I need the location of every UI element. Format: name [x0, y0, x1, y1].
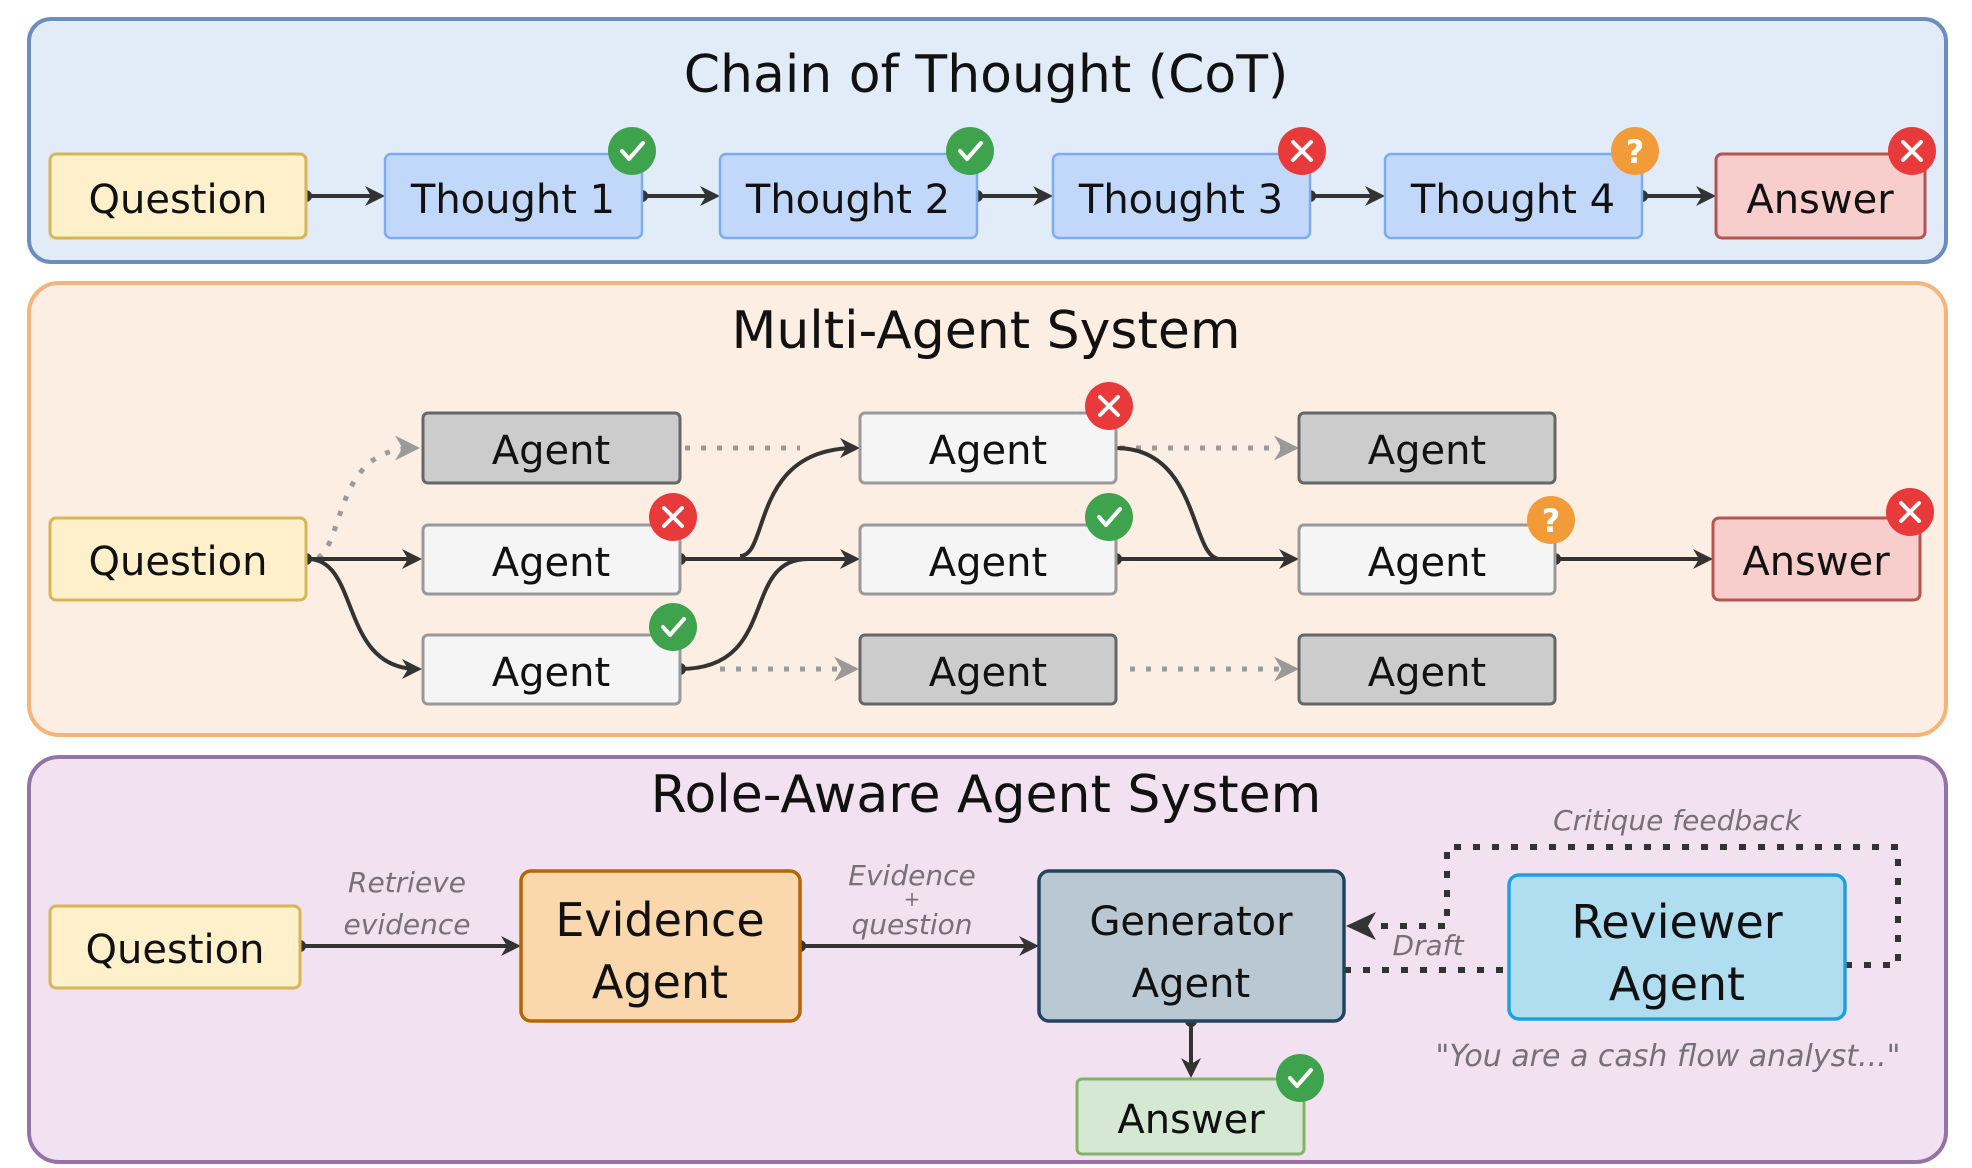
agent-label: Agent	[492, 428, 610, 474]
ras-node-answer[interactable]: Answer	[1075, 1077, 1306, 1156]
check-icon	[946, 127, 994, 175]
svg-text:?: ?	[1626, 133, 1645, 171]
edge-critique-feedback	[1370, 844, 1901, 968]
edge-question-agent-r1c1	[316, 435, 420, 561]
critique-arrowhead	[1346, 912, 1376, 940]
reviewer-agent-label-2: Agent	[1609, 957, 1745, 1011]
agent-label: Agent	[929, 650, 1047, 696]
agent-r1c1[interactable]: Agent	[421, 411, 682, 485]
agent-label: Agent	[1368, 540, 1486, 586]
mas-panel: Multi-Agent System Question	[27, 281, 1948, 737]
agent-r3c2[interactable]: Agent	[858, 633, 1118, 706]
generator-agent-label-1: Generator	[1089, 899, 1293, 945]
cot-title: Chain of Thought (CoT)	[684, 45, 1289, 105]
ras-panel-bg	[27, 755, 1948, 1164]
mas-title: Multi-Agent System	[731, 301, 1240, 361]
edge-label-critique-feedback: Critique feedback	[1553, 804, 1803, 837]
cot-node-thought-4[interactable]: Thought 4	[1383, 152, 1644, 240]
agent-r1c2[interactable]: Agent	[858, 411, 1118, 485]
cot-node-thought-1[interactable]: Thought 1	[383, 152, 644, 240]
cot-node-answer[interactable]: Answer	[1714, 152, 1927, 240]
agent-r2c2[interactable]: Agent	[858, 523, 1118, 596]
mas-node-question[interactable]: Question	[48, 516, 308, 602]
agent-r3c1[interactable]: Agent	[421, 633, 682, 706]
ras-question-label: Question	[86, 927, 265, 973]
edge-question-agent-r3c1	[309, 557, 422, 679]
agent-label: Agent	[1368, 650, 1486, 696]
thought-2-label: Thought 2	[745, 177, 950, 223]
mas-edges	[300, 435, 1713, 682]
thought-1-label: Thought 1	[410, 177, 615, 223]
ras-edges	[294, 844, 1901, 1078]
check-icon	[608, 127, 656, 175]
cross-icon	[1278, 127, 1326, 175]
svg-text:Retrieve: Retrieve	[348, 866, 466, 899]
reviewer-role-prompt: "You are a cash flow analyst..."	[1436, 1039, 1901, 1074]
ras-answer-label: Answer	[1117, 1097, 1265, 1143]
check-icon	[1276, 1054, 1324, 1102]
evidence-agent-label-2: Agent	[592, 955, 728, 1009]
svg-text:question: question	[852, 908, 973, 941]
cross-icon	[1886, 488, 1934, 536]
thought-3-label: Thought 3	[1078, 177, 1283, 223]
agent-label: Agent	[492, 650, 610, 696]
ras-panel: Role-Aware Agent System Retrieve evidenc…	[27, 755, 1948, 1164]
thought-4-label: Thought 4	[1410, 177, 1615, 223]
agent-r2c1[interactable]: Agent	[421, 523, 682, 596]
agent-r3c3[interactable]: Agent	[1297, 633, 1557, 706]
cross-icon	[1085, 382, 1133, 430]
cot-panel: Chain of Thought (CoT) Question Thought …	[27, 17, 1948, 264]
check-icon	[649, 603, 697, 651]
edge-label-draft: Draft	[1392, 929, 1464, 962]
edge-agent-r3c1-agent-r2c2	[674, 557, 809, 675]
agent-label: Agent	[929, 540, 1047, 586]
mas-node-answer[interactable]: Answer	[1711, 516, 1922, 602]
cot-question-label: Question	[89, 177, 268, 223]
check-icon	[1085, 493, 1133, 541]
mas-question-label: Question	[89, 539, 268, 585]
agent-label: Agent	[1368, 428, 1486, 474]
svg-text:Evidence: Evidence	[848, 859, 975, 892]
edge-label-retrieve-evidence: Retrieve evidence	[344, 866, 471, 941]
cot-node-thought-3[interactable]: Thought 3	[1051, 152, 1312, 240]
cot-answer-label: Answer	[1746, 177, 1894, 223]
agent-r2c3[interactable]: Agent	[1297, 523, 1557, 596]
ras-node-question[interactable]: Question	[48, 904, 302, 990]
evidence-agent[interactable]: Evidence Agent	[519, 869, 802, 1023]
cross-icon	[649, 493, 697, 541]
evidence-agent-label-1: Evidence	[555, 893, 764, 947]
mas-answer-label: Answer	[1742, 539, 1890, 585]
question-mark-icon: ?	[1527, 496, 1575, 544]
cot-node-thought-2[interactable]: Thought 2	[718, 152, 979, 240]
agent-label: Agent	[929, 428, 1047, 474]
reviewer-agent[interactable]: Reviewer Agent	[1507, 873, 1847, 1021]
cot-node-question[interactable]: Question	[48, 152, 308, 240]
question-mark-icon: ?	[1611, 127, 1659, 175]
ras-title: Role-Aware Agent System	[651, 765, 1322, 825]
agent-label: Agent	[492, 540, 610, 586]
edge-label-evidence-question: Evidence + question	[848, 859, 975, 941]
generator-agent-label-2: Agent	[1132, 961, 1250, 1007]
generator-agent[interactable]: Generator Agent	[1037, 869, 1346, 1023]
svg-text:evidence: evidence	[344, 908, 471, 941]
reviewer-agent-label-1: Reviewer	[1571, 895, 1782, 949]
svg-text:+: +	[904, 887, 921, 911]
svg-text:?: ?	[1542, 502, 1561, 540]
agent-r1c3[interactable]: Agent	[1297, 411, 1557, 485]
mas-panel-bg	[27, 281, 1948, 737]
cross-icon	[1888, 127, 1936, 175]
